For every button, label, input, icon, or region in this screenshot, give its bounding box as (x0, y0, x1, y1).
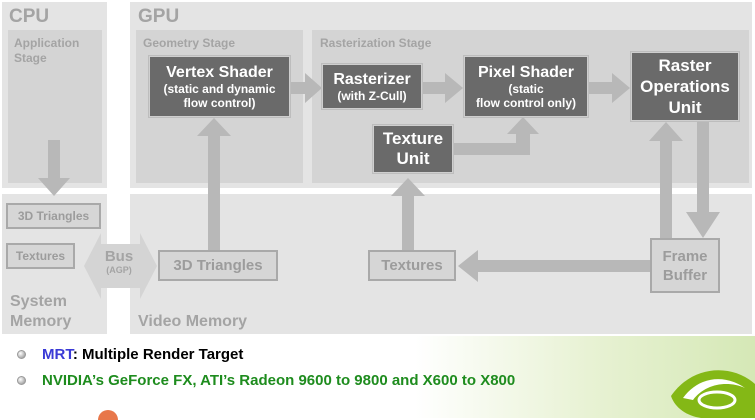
system-textures-label: Textures (15, 249, 66, 263)
application-stage-line-1: Application (14, 36, 80, 50)
bullet-gpu-list: NVIDIA’s GeForce FX, ATI’s Radeon 9600 t… (42, 372, 516, 389)
arrow-rasterizer-to-pixel (423, 73, 463, 103)
mrt-prefix: MRT (42, 346, 73, 363)
arrow-pixel-to-rop (589, 73, 630, 103)
arrow-app-to-triangles (38, 140, 70, 196)
system-3d-triangles-label: 3D Triangles (17, 209, 90, 223)
system-memory-label: System Memory (10, 292, 71, 332)
application-stage-line-2: Stage (14, 51, 47, 65)
application-stage-label: Application Stage (14, 36, 79, 66)
texture-unit-line-2: Unit (396, 149, 430, 168)
texture-unit-line-1: Texture (382, 129, 444, 148)
system-memory-line-2: Memory (10, 313, 72, 330)
bullet-mrt: MRT: Multiple Render Target (42, 346, 243, 363)
vertex-shader-sub-1: (static and dynamic (163, 82, 276, 96)
bus-label-main: Bus (104, 248, 134, 265)
bus-double-arrow (84, 233, 157, 299)
pixel-shader-sub-1: (static (508, 82, 544, 96)
raster-operations-unit-box: Raster Operations Unit (631, 52, 739, 121)
system-textures-box: Textures (6, 243, 75, 269)
arrow-vertex-to-rasterizer (291, 73, 322, 103)
bus-label: Bus (AGP) (96, 249, 142, 276)
arrow-framebuffer-to-textures (458, 250, 651, 282)
video-textures-box: Textures (368, 250, 456, 281)
vertex-shader-box: Vertex Shader (static and dynamic flow c… (149, 56, 290, 117)
cpu-title: CPU (9, 6, 50, 27)
bullet-circle-icon (17, 376, 26, 385)
gpu-title: GPU (138, 6, 180, 27)
vertex-shader-title: Vertex Shader (166, 64, 273, 81)
arrow-framebuffer-to-rop (649, 122, 683, 238)
geometry-stage-label: Geometry Stage (143, 36, 236, 50)
frame-buffer-line-2: Buffer (662, 266, 708, 284)
frame-buffer-line-1: Frame (662, 247, 708, 265)
frame-buffer-box: Frame Buffer (650, 238, 720, 293)
rasterizer-box: Rasterizer (with Z-Cull) (322, 64, 422, 109)
rasterizer-sub: (with Z-Cull) (337, 89, 407, 103)
arrow-rop-to-framebuffer (686, 122, 720, 238)
rasterizer-title: Rasterizer (333, 71, 411, 88)
bottom-band (0, 336, 755, 418)
nvidia-logo-icon (671, 370, 755, 418)
arrow-textures-to-texture-unit (391, 178, 425, 250)
pixel-shader-title: Pixel Shader (477, 64, 575, 81)
pixel-shader-box: Pixel Shader (static flow control only) (464, 56, 588, 117)
vertex-shader-sub-2: flow control) (183, 96, 256, 110)
rasterization-stage-label: Rasterization Stage (320, 36, 432, 50)
arrow-triangles-to-vertex (197, 118, 231, 252)
mrt-rest: : Multiple Render Target (72, 346, 244, 363)
decorative-corner-shape (98, 410, 118, 420)
system-3d-triangles-box: 3D Triangles (6, 203, 101, 229)
texture-unit-box: Texture Unit (373, 125, 453, 173)
bus-label-sub: (AGP) (106, 265, 132, 275)
pixel-shader-sub-2: flow control only) (476, 96, 576, 110)
video-3d-triangles-label: 3D Triangles (173, 257, 263, 274)
video-textures-label: Textures (381, 257, 443, 274)
video-3d-triangles-box: 3D Triangles (158, 250, 278, 281)
raster-ops-line-1: Raster (658, 56, 712, 75)
arrow-texture-to-pixel (453, 117, 539, 155)
raster-ops-line-3: Unit (668, 98, 702, 117)
system-memory-line-1: System (10, 293, 67, 310)
video-memory-label: Video Memory (138, 313, 248, 330)
bullet-circle-icon (17, 350, 26, 359)
raster-ops-line-2: Operations (640, 77, 730, 96)
